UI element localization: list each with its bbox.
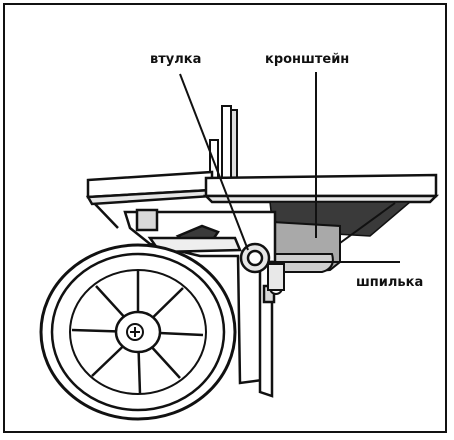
pin <box>267 263 285 295</box>
vertical-posts <box>209 105 238 179</box>
top-plate <box>202 173 440 204</box>
label-pin: шпилька <box>356 275 424 290</box>
bushing <box>239 242 271 274</box>
leader-bushing <box>179 73 249 251</box>
label-bracket: кронштейн <box>265 52 350 67</box>
label-bushing: втулка <box>150 52 202 67</box>
wheel <box>39 243 237 421</box>
leader-lines <box>179 72 400 263</box>
support-rod <box>339 202 396 244</box>
fork-body <box>123 208 277 385</box>
